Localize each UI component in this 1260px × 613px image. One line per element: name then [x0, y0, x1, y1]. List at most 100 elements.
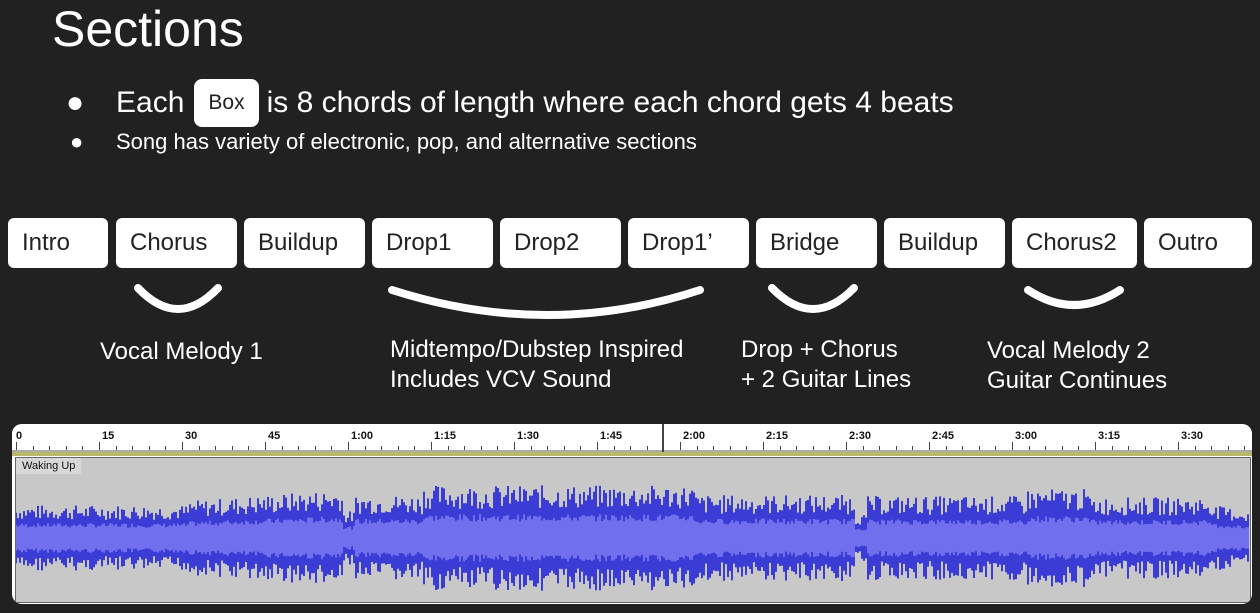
note-line: Vocal Melody 1 — [100, 338, 263, 365]
ruler-tick-label: 3:15 — [1098, 430, 1121, 442]
ruler-tick — [1095, 442, 1096, 450]
ruler-tick-label: 15 — [102, 430, 115, 442]
section-box-outro: Outro — [1144, 218, 1252, 268]
note-line: + 2 Guitar Lines — [741, 366, 912, 393]
ruler-minor-tick — [1061, 446, 1063, 450]
audio-track[interactable]: Waking Up — [15, 457, 1251, 603]
ruler-tick — [99, 442, 100, 450]
ruler-tick-label: 2:45 — [932, 430, 955, 442]
ruler-minor-tick — [381, 446, 383, 450]
ruler-tick — [597, 442, 598, 450]
ruler-minor-tick — [978, 446, 980, 450]
bullet-dot: ● — [66, 86, 85, 119]
ruler-minor-tick — [331, 446, 333, 450]
bracket-curve-2 — [388, 286, 704, 319]
ruler-tick-label: 1:45 — [600, 430, 623, 442]
note-line: Includes VCV Sound — [390, 366, 612, 393]
ruler-minor-tick — [1194, 446, 1196, 450]
ruler-tick-label: 2:30 — [849, 430, 872, 442]
section-box-intro: Intro — [8, 218, 108, 268]
ruler-minor-tick — [796, 446, 798, 450]
ruler-minor-tick — [729, 446, 731, 450]
ruler-tick — [265, 442, 266, 450]
ruler-minor-tick — [746, 446, 748, 450]
ruler-minor-tick — [1227, 446, 1229, 450]
ruler-tick — [929, 442, 930, 450]
ruler-minor-tick — [32, 446, 34, 450]
ruler-baseline — [12, 450, 1252, 452]
ruler-minor-tick — [132, 446, 134, 450]
ruler-minor-tick — [165, 446, 167, 450]
ruler-minor-tick — [613, 446, 615, 450]
note-line: Midtempo/Dubstep Inspired — [390, 336, 684, 363]
ruler-minor-tick — [198, 446, 200, 450]
timeline-strip — [12, 452, 1252, 456]
ruler-minor-tick — [895, 446, 897, 450]
ruler-minor-tick — [696, 446, 698, 450]
ruler-minor-tick — [1111, 446, 1113, 450]
ruler-minor-tick — [148, 446, 150, 450]
ruler-tick-label: 1:15 — [434, 430, 457, 442]
ruler-minor-tick — [563, 446, 565, 450]
note-vocal-melody-1: Vocal Melody 1 — [100, 337, 263, 367]
ruler-minor-tick — [464, 446, 466, 450]
waveform-rms — [16, 514, 1249, 562]
ruler-tick-label: 3:00 — [1015, 430, 1038, 442]
ruler-minor-tick — [630, 446, 632, 450]
ruler-tick-label: 3:30 — [1181, 430, 1204, 442]
example-box: Box — [194, 79, 259, 127]
note-line: Drop + Chorus — [741, 336, 898, 363]
note-vocal-melody-2: Vocal Melody 2 Guitar Continues — [987, 336, 1167, 396]
ruler-minor-tick — [530, 446, 532, 450]
ruler-minor-tick — [248, 446, 250, 450]
ruler-minor-tick — [812, 446, 814, 450]
ruler-tick — [182, 442, 183, 450]
ruler-minor-tick — [414, 446, 416, 450]
ruler-minor-tick — [397, 446, 399, 450]
section-box-bridge: Bridge — [756, 218, 877, 268]
section-box-buildup: Buildup — [244, 218, 365, 268]
ruler-minor-tick — [1144, 446, 1146, 450]
playhead[interactable] — [662, 424, 664, 452]
section-box-chorus2: Chorus2 — [1012, 218, 1137, 268]
ruler-tick — [431, 442, 432, 450]
ruler-minor-tick — [945, 446, 947, 450]
ruler-tick — [1178, 442, 1179, 450]
bracket-curve-4 — [1024, 286, 1124, 309]
section-box-drop1: Drop1 — [372, 218, 493, 268]
ruler-tick-label: 1:00 — [351, 430, 374, 442]
note-line: Vocal Melody 2 — [987, 337, 1150, 364]
ruler-tick — [680, 442, 681, 450]
ruler-minor-tick — [231, 446, 233, 450]
bullet-item-box-definition: ● Each Box is 8 chords of length where e… — [66, 78, 954, 128]
ruler-minor-tick — [1128, 446, 1130, 450]
ruler-minor-tick — [1045, 446, 1047, 450]
ruler-minor-tick — [829, 446, 831, 450]
ruler-minor-tick — [713, 446, 715, 450]
ruler-minor-tick — [215, 446, 217, 450]
ruler-minor-tick — [1161, 446, 1163, 450]
ruler-tick-label: 45 — [268, 430, 281, 442]
section-box-chorus: Chorus — [116, 218, 237, 268]
track-name-label: Waking Up — [16, 458, 82, 474]
section-box-buildup-2: Buildup — [884, 218, 1005, 268]
ruler-minor-tick — [580, 446, 582, 450]
audio-waveform — [16, 485, 1249, 591]
bullet-text: Song has variety of electronic, pop, and… — [116, 129, 697, 154]
ruler-minor-tick — [646, 446, 648, 450]
bullet-text-after: is 8 chords of length where each chord g… — [266, 86, 954, 119]
ruler-minor-tick — [1028, 446, 1030, 450]
ruler-minor-tick — [779, 446, 781, 450]
ruler-minor-tick — [49, 446, 51, 450]
ruler-tick-label: 0 — [16, 430, 23, 442]
ruler-minor-tick — [281, 446, 283, 450]
bracket-curve-3 — [768, 284, 858, 313]
ruler-tick — [1012, 442, 1013, 450]
ruler-minor-tick — [65, 446, 67, 450]
ruler-minor-tick — [547, 446, 549, 450]
ruler-minor-tick — [497, 446, 499, 450]
ruler-tick — [16, 442, 17, 450]
ruler-minor-tick — [1211, 446, 1213, 450]
